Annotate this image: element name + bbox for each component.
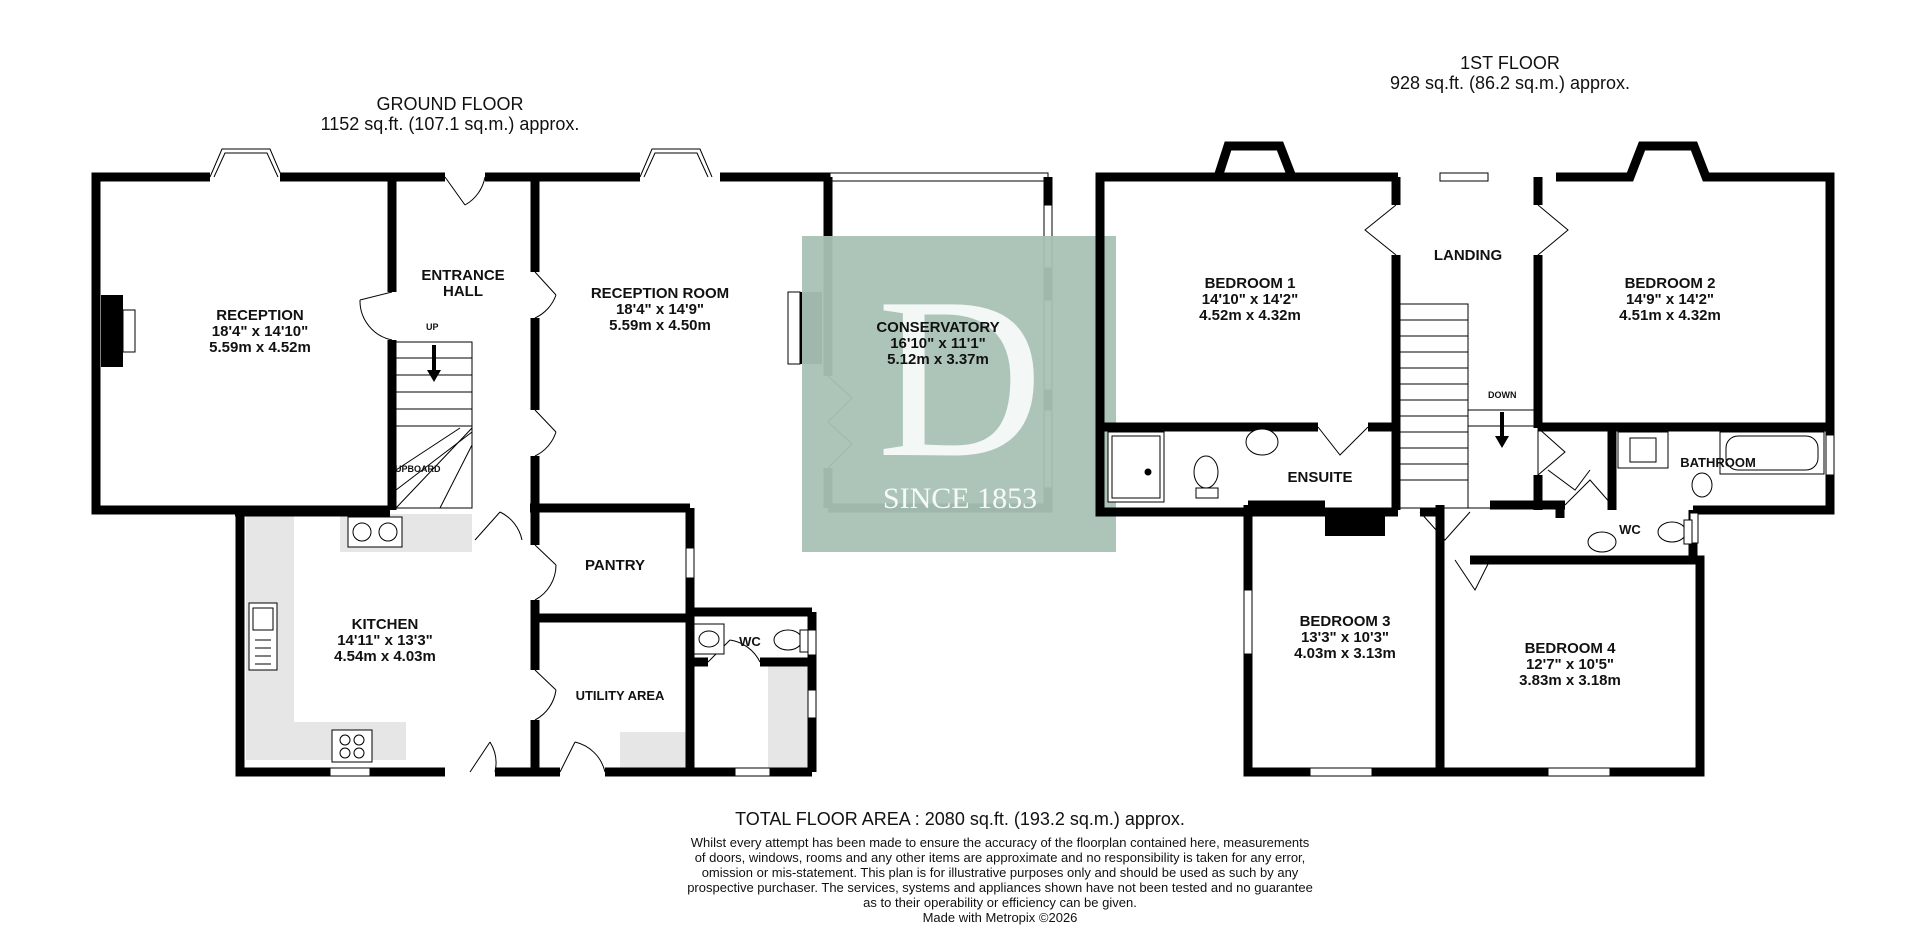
room-imperial: 16'10" x 11'1"	[890, 335, 986, 352]
room-metric: 5.12m x 3.37m	[887, 351, 989, 368]
room-name: BEDROOM 4	[1524, 640, 1616, 657]
label-cupboard: UPBOARD	[395, 464, 441, 474]
room-name: KITCHEN	[351, 616, 419, 633]
kitchen-appliances	[248, 516, 809, 763]
room-metric: 4.03m x 3.13m	[1294, 645, 1396, 662]
room-pantry: PANTRY	[565, 558, 665, 574]
room-utility: UTILITY AREA	[555, 688, 685, 704]
room-imperial: 13'3" x 10'3"	[1300, 629, 1390, 646]
disclaimer-line: Whilst every attempt has been made to en…	[690, 835, 1310, 850]
room-bathroom: BATHROOM	[1668, 455, 1768, 471]
room-imperial: 14'9" x 14'2"	[1625, 291, 1715, 308]
room-conservatory: CONSERVATORY 16'10" x 11'1" 5.12m x 3.37…	[848, 320, 1028, 368]
room-metric: 4.52m x 4.32m	[1199, 307, 1301, 324]
chimney-breast	[1325, 508, 1385, 536]
watermark-text: SINCE 1853	[883, 482, 1037, 515]
toilet-icon	[1691, 472, 1713, 498]
disclaimer-line: as to their operability or efficiency ca…	[863, 895, 1137, 910]
ground-floor-name: GROUND FLOOR	[376, 94, 524, 114]
disclaimer-line: omission or mis-statement. This plan is …	[701, 865, 1299, 880]
room-name: UTILITY AREA	[575, 688, 665, 703]
room-kitchen: KITCHEN 14'11" x 13'3" 4.54m x 4.03m	[300, 617, 470, 665]
bathroom-fittings	[1587, 431, 1825, 553]
room-metric: 3.83m x 3.18m	[1519, 672, 1621, 689]
room-metric: 5.59m x 4.52m	[209, 339, 311, 356]
ensuite-fittings	[1107, 428, 1279, 503]
first-floor-walls	[1095, 141, 1835, 777]
first-floor-name: 1ST FLOOR	[1460, 53, 1560, 73]
metropix-credit: Made with Metropix ©2026	[922, 910, 1078, 925]
room-landing: LANDING	[1418, 248, 1518, 264]
room-name: PANTRY	[585, 557, 645, 574]
room-name: LANDING	[1433, 247, 1503, 264]
room-bedroom-3: BEDROOM 3 13'3" x 10'3" 4.03m x 3.13m	[1255, 614, 1435, 662]
first-floor-door-swings	[1317, 204, 1613, 591]
room-name: WC	[1619, 522, 1641, 537]
room-imperial: 18'4" x 14'9"	[615, 301, 705, 318]
first-floor-plan	[1095, 141, 1835, 777]
room-name: CONSERVATORY	[876, 319, 1000, 336]
room-imperial: 18'4" x 14'10"	[211, 323, 309, 340]
room-name: BEDROOM 2	[1624, 275, 1716, 292]
staircase	[395, 341, 473, 509]
ground-floor-plan: D SINCE 1853	[91, 148, 1116, 777]
room-imperial: 14'11" x 13'3"	[337, 632, 433, 649]
room-metric: 5.59m x 4.50m	[609, 317, 711, 334]
room-reception: RECEPTION 18'4" x 14'10" 5.59m x 4.52m	[170, 308, 350, 356]
kitchen-worktops	[246, 514, 808, 768]
disclaimer-line: of doors, windows, rooms and any other i…	[694, 850, 1306, 865]
toilet-icon	[773, 629, 803, 651]
room-name: BEDROOM 1	[1204, 275, 1296, 292]
toilet-icon	[1193, 455, 1219, 489]
room-name: ENSUITE	[1287, 469, 1353, 486]
room-metric: 4.51m x 4.32m	[1619, 307, 1721, 324]
ground-floor-area: 1152 sq.ft. (107.1 sq.m.) approx.	[320, 114, 580, 134]
room-bedroom-4: BEDROOM 4 12'7" x 10'5" 3.83m x 3.18m	[1480, 641, 1660, 689]
watermark-logo: D SINCE 1853	[802, 236, 1116, 552]
room-entrance-hall: ENTRANCE HALL	[398, 252, 528, 300]
room-name: WC	[739, 634, 761, 649]
watermark-letter: D	[877, 250, 1043, 505]
room-bedroom-1: BEDROOM 1 14'10" x 14'2" 4.52m x 4.32m	[1160, 276, 1340, 324]
room-name: RECEPTION	[216, 307, 304, 324]
room-name: BEDROOM 3	[1299, 613, 1391, 630]
room-imperial: 14'10" x 14'2"	[1201, 291, 1299, 308]
landing-staircase	[1399, 303, 1539, 509]
disclaimer: Whilst every attempt has been made to en…	[600, 835, 1400, 925]
room-name: BATHROOM	[1680, 455, 1756, 470]
room-imperial: 12'7" x 10'5"	[1525, 656, 1615, 673]
wc-basin-icon	[1587, 531, 1617, 553]
disclaimer-line: prospective purchaser. The services, sys…	[687, 880, 1313, 895]
ground-floor-title: GROUND FLOOR 1152 sq.ft. (107.1 sq.m.) a…	[280, 94, 620, 134]
room-name: ENTRANCE HALL	[421, 267, 505, 300]
label-up: UP	[426, 322, 439, 332]
room-ensuite: ENSUITE	[1270, 470, 1370, 486]
label-down: DOWN	[1488, 390, 1517, 400]
first-floor-area: 928 sq.ft. (86.2 sq.m.) approx.	[1389, 73, 1631, 93]
first-floor-windows	[1243, 172, 1835, 777]
room-reception-room: RECEPTION ROOM 18'4" x 14'9" 5.59m x 4.5…	[570, 286, 750, 334]
down-arrow-icon	[1495, 412, 1509, 448]
basin-icon	[1245, 428, 1279, 456]
first-floor-title: 1ST FLOOR 928 sq.ft. (86.2 sq.m.) approx…	[1340, 53, 1680, 93]
total-floor-area: TOTAL FLOOR AREA : 2080 sq.ft. (193.2 sq…	[735, 809, 1185, 829]
wc-toilet-icon	[1657, 521, 1687, 543]
room-metric: 4.54m x 4.03m	[334, 648, 436, 665]
cooker-icon	[331, 729, 373, 763]
room-wc-first: WC	[1610, 522, 1650, 538]
stair-arrow-icon	[427, 345, 441, 382]
room-wc-ground: WC	[735, 634, 765, 650]
room-name: RECEPTION ROOM	[590, 285, 730, 302]
room-bedroom-2: BEDROOM 2 14'9" x 14'2" 4.51m x 4.32m	[1580, 276, 1760, 324]
